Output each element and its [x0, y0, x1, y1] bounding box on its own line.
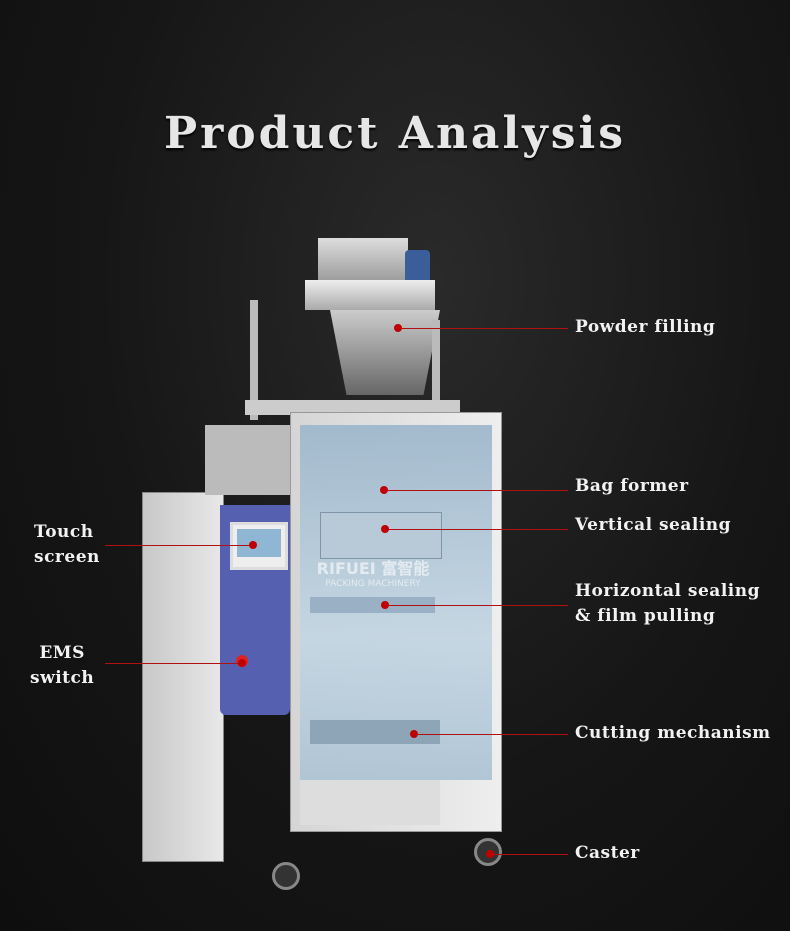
upper-frame: [205, 425, 300, 495]
cutter: [310, 720, 440, 744]
page-title: Product Analysis: [164, 108, 626, 159]
base: [300, 780, 440, 825]
callout-dot: [486, 850, 494, 858]
callout-dot: [380, 486, 388, 494]
dosing-heads: [318, 238, 408, 283]
callout-dot: [410, 730, 418, 738]
watermark-subtitle: PACKING MACHINERY: [325, 579, 421, 589]
watermark-brand: RIFUEI 富智能: [316, 559, 430, 578]
callout-line: [384, 490, 568, 491]
label-line: & film pulling: [575, 606, 716, 626]
callout-dot: [249, 541, 257, 549]
callout-line: [385, 605, 568, 606]
hopper-cone: [330, 310, 440, 395]
callout-dot: [381, 601, 389, 609]
label-ems-switch: EMS switch: [30, 641, 94, 691]
label-bag-former: Bag former: [575, 476, 689, 496]
label-caster: Caster: [575, 843, 640, 863]
frame-post: [432, 320, 440, 420]
label-powder-filling: Powder filling: [575, 317, 716, 337]
label-touch-screen: Touch screen: [34, 520, 100, 570]
frame-beam: [245, 400, 460, 415]
label-line: switch: [30, 668, 95, 688]
label-line: Horizontal sealing: [575, 581, 760, 601]
label-cutting-mechanism: Cutting mechanism: [575, 723, 771, 743]
callout-dot: [238, 659, 246, 667]
callout-line: [398, 328, 568, 329]
left-cabinet: [142, 492, 224, 862]
touch-screen[interactable]: [230, 522, 288, 570]
horizontal-sealer: [310, 597, 435, 613]
label-horizontal-sealing: Horizontal sealing & film pulling: [575, 579, 760, 629]
callout-line: [105, 663, 242, 664]
callout-line: [385, 529, 568, 530]
callout-line: [414, 734, 568, 735]
label-line: screen: [34, 547, 100, 567]
label-line: EMS: [39, 643, 85, 663]
label-line: Touch: [34, 522, 94, 542]
callout-dot: [394, 324, 402, 332]
callout-dot: [381, 525, 389, 533]
vertical-sealer: [320, 512, 442, 559]
caster-wheel: [272, 862, 300, 890]
frame-post: [250, 300, 258, 420]
label-vertical-sealing: Vertical sealing: [575, 515, 732, 535]
callout-line: [490, 854, 568, 855]
callout-line: [105, 545, 253, 546]
hopper-top: [305, 280, 435, 310]
